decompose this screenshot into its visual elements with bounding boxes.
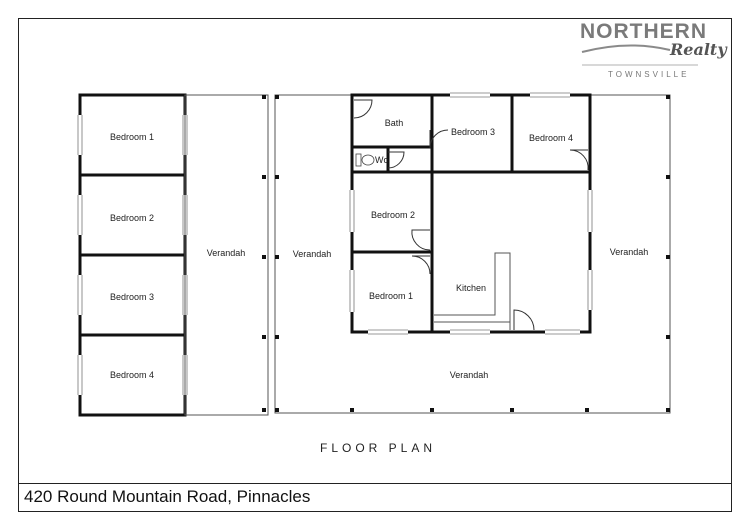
bed4-door xyxy=(569,149,589,171)
left-verandah-outline xyxy=(184,94,269,416)
wc-door xyxy=(387,151,405,169)
footer-divider xyxy=(18,483,732,484)
mid-verandah-label: Verandah xyxy=(293,249,332,259)
logo-sub-text: TOWNSVILLE xyxy=(608,70,690,79)
logo-swoosh xyxy=(581,44,698,66)
left-bedroom-4-label: Bedroom 4 xyxy=(110,370,154,380)
bath-label: Bath xyxy=(385,118,404,128)
logo-script-text: Realty xyxy=(670,40,727,59)
bed2-door xyxy=(411,229,431,251)
bedroom-1-label: Bedroom 1 xyxy=(369,291,413,301)
house-window-lines xyxy=(349,92,593,335)
left-verandah-posts xyxy=(262,95,266,412)
bottom-verandah-label: Verandah xyxy=(450,370,489,380)
bed1-door xyxy=(411,255,431,275)
left-verandah-label: Verandah xyxy=(207,248,246,258)
toilet-icon xyxy=(355,153,375,167)
bedroom-4-label: Bedroom 4 xyxy=(529,133,573,143)
front-door xyxy=(513,309,535,331)
left-bedroom-2-label: Bedroom 2 xyxy=(110,213,154,223)
left-window-lines xyxy=(77,115,188,395)
left-wing xyxy=(77,93,269,417)
wc-label: Wc xyxy=(375,155,388,165)
left-bedroom-3-label: Bedroom 3 xyxy=(110,292,154,302)
left-bedroom-1-label: Bedroom 1 xyxy=(110,132,154,142)
logo-main-text: NORTHERN xyxy=(580,20,707,43)
doors xyxy=(353,99,589,331)
plan-title: FLOOR PLAN xyxy=(320,441,437,455)
bedroom-3-label: Bedroom 3 xyxy=(451,127,495,137)
bath-door xyxy=(353,99,373,119)
property-address: 420 Round Mountain Road, Pinnacles xyxy=(24,487,311,506)
house-windows xyxy=(350,93,592,334)
bed3-door xyxy=(429,129,449,149)
right-verandah-label: Verandah xyxy=(610,247,649,257)
kitchen-label: Kitchen xyxy=(456,283,486,293)
main-verandah-posts xyxy=(275,95,670,412)
kitchen-bench xyxy=(434,252,511,330)
bedroom-2-label: Bedroom 2 xyxy=(371,210,415,220)
page-frame xyxy=(18,18,732,512)
company-logo: NORTHERN Realty TOWNSVILLE xyxy=(578,20,727,82)
